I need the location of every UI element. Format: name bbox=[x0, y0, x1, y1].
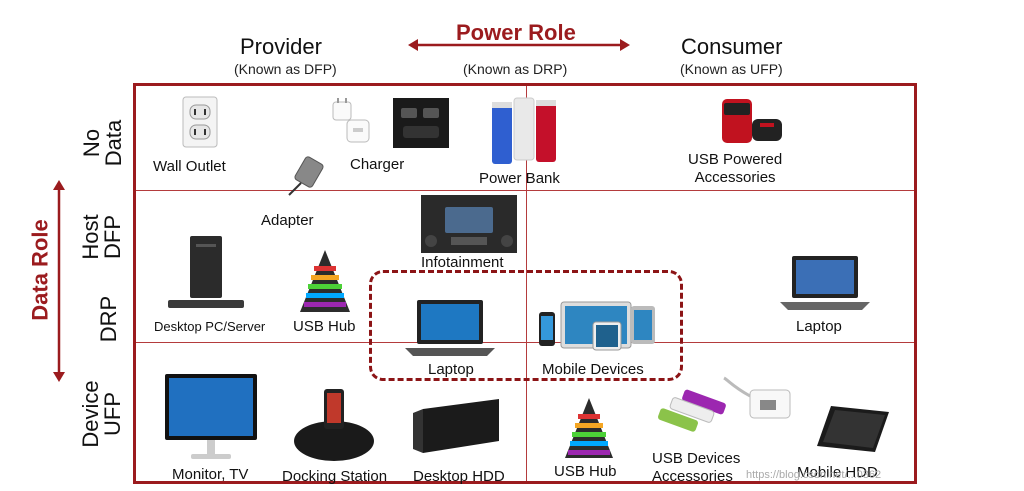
label-infotainment: Infotainment bbox=[421, 254, 504, 271]
power-role-arrow bbox=[408, 39, 630, 51]
laptop-right-icon bbox=[780, 256, 870, 310]
wall-outlet-icon bbox=[182, 96, 218, 148]
usb-hub-icon bbox=[300, 250, 350, 312]
label-laptop-center: Laptop bbox=[428, 361, 474, 378]
label-wall-outlet: Wall Outlet bbox=[153, 158, 226, 175]
label-docking-station: Docking Station bbox=[282, 468, 388, 485]
usb-hub-bottom-icon bbox=[565, 398, 613, 458]
drp-subtitle: (Known as DRP) bbox=[463, 61, 568, 77]
label-usb-hub-left: USB Hub bbox=[293, 318, 356, 335]
desktop-hdd-icon bbox=[413, 399, 499, 453]
power-role-title: Power Role bbox=[456, 20, 576, 45]
infotainment-icon bbox=[421, 195, 517, 253]
charger-cube-icon bbox=[332, 98, 370, 143]
label-power-bank: Power Bank bbox=[479, 170, 560, 187]
label-mobile-devices: Mobile Devices bbox=[542, 361, 644, 378]
label-desktop-pc: Desktop PC/Server bbox=[154, 319, 266, 334]
usb-powered-accessory-icon bbox=[722, 99, 782, 143]
consumer-subtitle: (Known as UFP) bbox=[680, 61, 783, 77]
drp-dashed-group bbox=[369, 270, 683, 381]
monitor-icon bbox=[165, 374, 257, 459]
grid-line-row1 bbox=[136, 190, 914, 191]
label-mobile-hdd: Mobile HDD bbox=[797, 464, 878, 481]
data-role-arrow bbox=[53, 180, 65, 382]
power-bank-icon bbox=[492, 97, 556, 164]
row-label-drp: DRP bbox=[96, 295, 121, 343]
provider-title: Provider bbox=[240, 34, 322, 59]
grid-line-row2 bbox=[136, 342, 914, 343]
usb-devices-icon bbox=[657, 376, 791, 432]
consumer-title: Consumer bbox=[681, 34, 783, 59]
role-grid-frame bbox=[133, 83, 917, 484]
mobile-devices-icon bbox=[539, 301, 655, 351]
label-laptop-right: Laptop bbox=[796, 318, 842, 335]
label-desktop-hdd: Desktop HDD bbox=[413, 468, 505, 485]
laptop-center-icon bbox=[405, 300, 495, 356]
data-role-title: Data Role bbox=[27, 219, 53, 321]
label-monitor-tv: Monitor, TV bbox=[172, 466, 249, 483]
label-usb-hub-bottom: USB Hub bbox=[554, 463, 617, 480]
desktop-pc-icon bbox=[168, 236, 244, 308]
label-adapter: Adapter bbox=[261, 212, 314, 229]
label-charger: Charger bbox=[350, 156, 405, 173]
mobile-hdd-icon bbox=[817, 406, 889, 452]
docking-station-icon bbox=[294, 389, 374, 461]
adapter-icon bbox=[288, 156, 324, 196]
provider-subtitle: (Known as DFP) bbox=[234, 61, 337, 77]
car-charger-icon bbox=[393, 98, 449, 148]
watermark-text: https://blog.csdn.net/...0362 bbox=[746, 469, 882, 481]
grid-line-middle bbox=[526, 86, 527, 481]
